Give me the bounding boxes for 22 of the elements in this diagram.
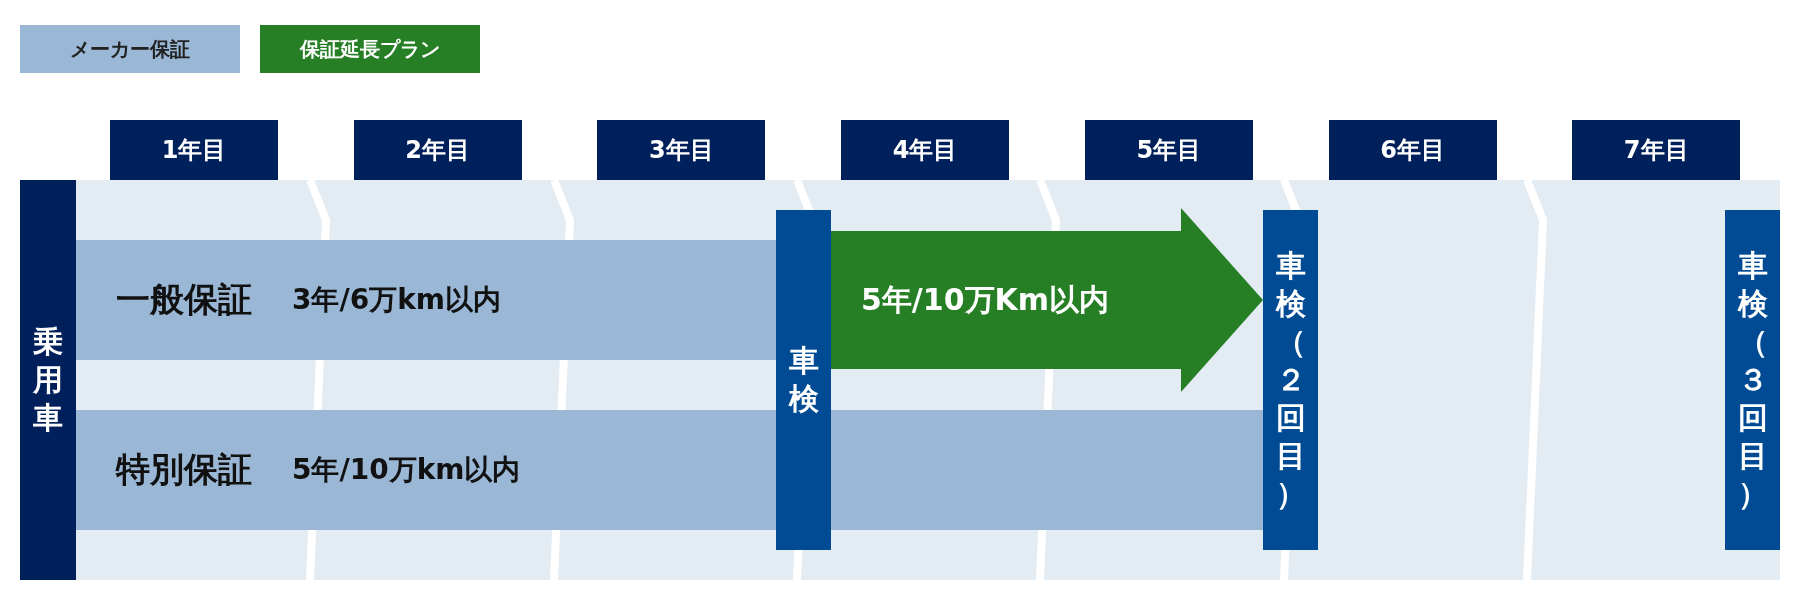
warranty-term: 5年/10万km以内: [292, 452, 521, 488]
inspection-band: [1725, 210, 1780, 550]
warranty-name: 一般保証: [116, 278, 252, 321]
year-header: 2年目: [353, 120, 522, 180]
year-header: 3年目: [597, 120, 766, 180]
inspection-band: [1263, 210, 1318, 550]
category-band: [20, 180, 76, 580]
inspection-band: [776, 210, 831, 550]
vertical-label: 車検: [787, 342, 820, 418]
year-header: 1年目: [110, 120, 278, 180]
vertical-label: 乗用車: [32, 323, 64, 437]
year-header: 4年目: [841, 120, 1010, 180]
warranty-term: 3年/6万km以内: [292, 282, 501, 318]
year-header: 6年目: [1328, 120, 1497, 180]
warranty-bar: [76, 240, 776, 360]
vertical-label: 車検（３回目）: [1736, 247, 1769, 513]
year-header: 5年目: [1084, 120, 1253, 180]
year-header: 7年目: [1572, 120, 1741, 180]
warranty-name: 特別保証: [116, 448, 252, 491]
legend-item: 保証延長プラン: [260, 25, 480, 73]
vertical-label: 車検（２回目）: [1274, 247, 1307, 513]
legend-item: メーカー保証: [20, 25, 240, 73]
